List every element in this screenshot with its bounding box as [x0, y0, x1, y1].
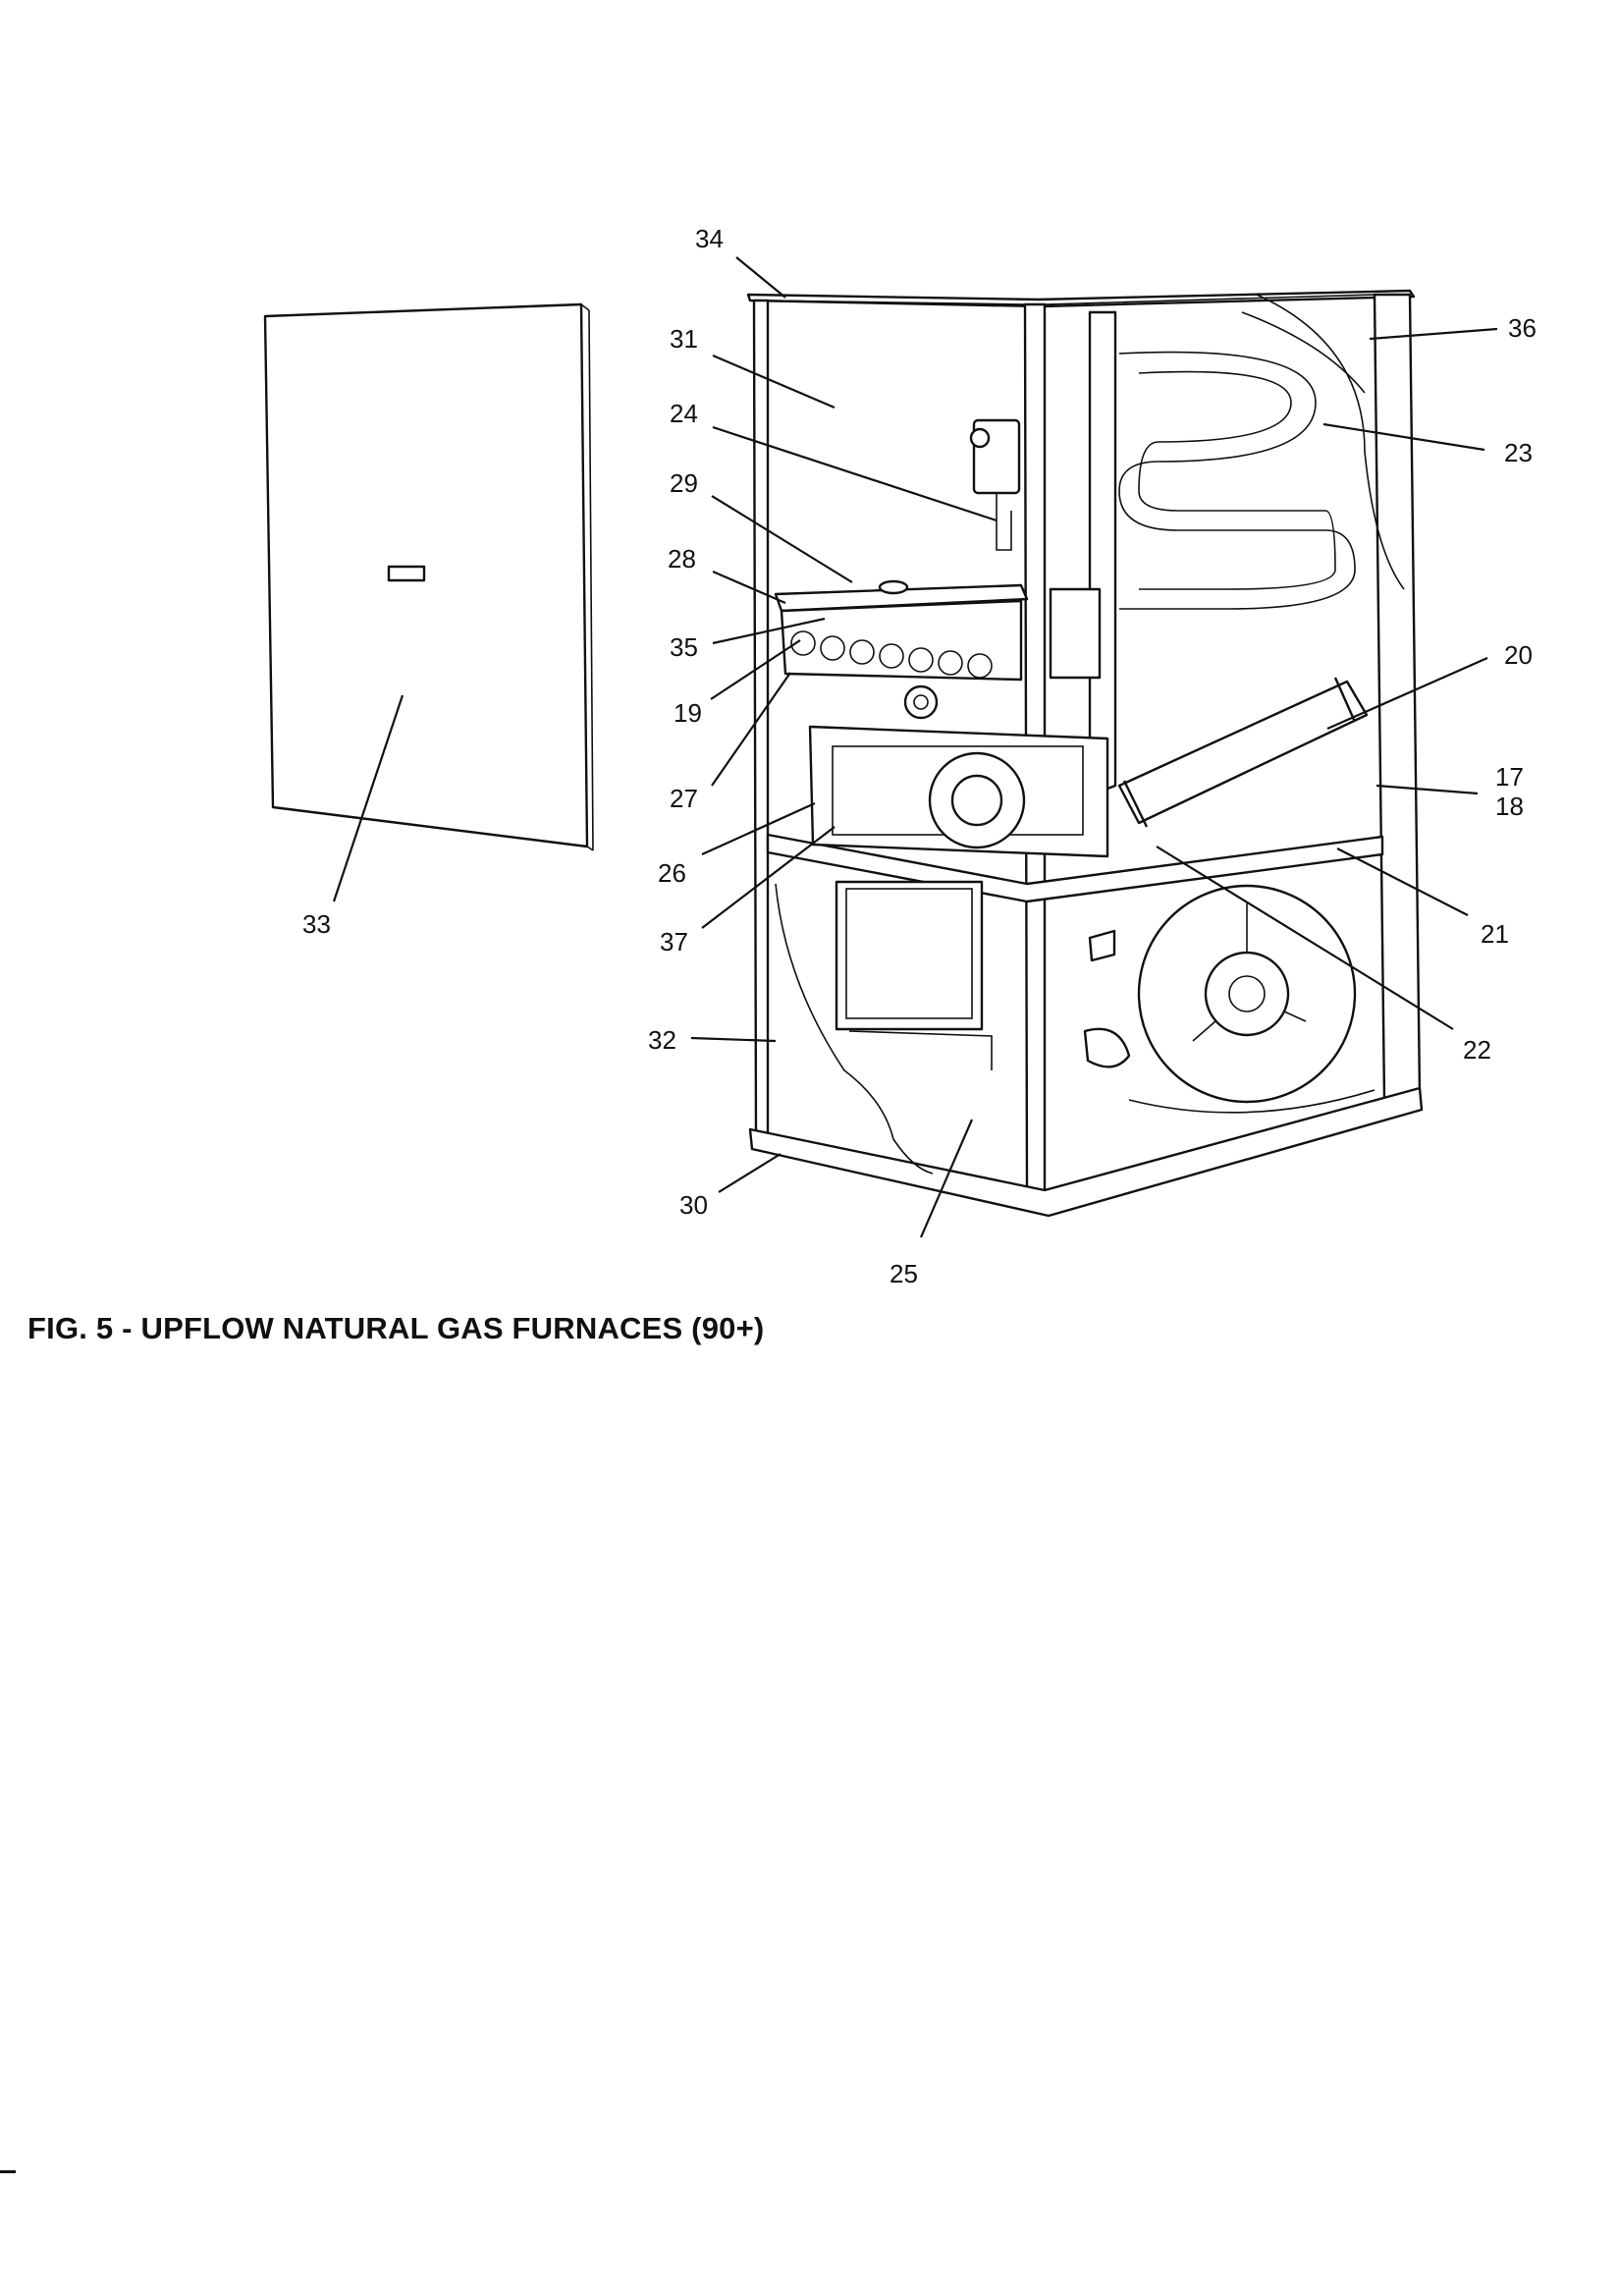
- callout-17: 17: [1495, 762, 1524, 792]
- callout-37: 37: [660, 927, 688, 957]
- callout-29: 29: [670, 468, 698, 498]
- callout-32: 32: [648, 1025, 676, 1055]
- figure-caption: FIG. 5 - UPFLOW NATURAL GAS FURNACES (90…: [27, 1311, 765, 1345]
- callout-23: 23: [1504, 438, 1533, 467]
- callout-36: 36: [1508, 313, 1537, 343]
- callout-28: 28: [668, 544, 696, 574]
- circulation-blower: [1083, 884, 1375, 1114]
- callout-19: 19: [674, 698, 702, 728]
- margin-mark: [0, 2170, 16, 2173]
- callout-labels: 34 31 24 29 28 35 19 27 26 37 32 30 25 3…: [302, 224, 1537, 1288]
- callout-21: 21: [1481, 919, 1509, 949]
- callout-31: 31: [670, 324, 698, 354]
- callout-34: 34: [695, 224, 724, 253]
- burner-assembly: [774, 579, 1102, 720]
- callout-33: 33: [302, 909, 331, 939]
- leader-lines: [332, 256, 1498, 1238]
- heat-exchanger: [1118, 294, 1405, 610]
- callout-30: 30: [679, 1190, 708, 1220]
- vent-pipe: [1088, 310, 1117, 797]
- callout-26: 26: [658, 858, 686, 888]
- door-handle-icon: [387, 565, 426, 582]
- control-box: [835, 880, 993, 1070]
- callout-25: 25: [890, 1259, 918, 1288]
- callout-24: 24: [670, 399, 698, 428]
- door-panel: [263, 302, 594, 851]
- callout-20: 20: [1504, 640, 1533, 670]
- callout-35: 35: [670, 632, 698, 662]
- callout-18: 18: [1495, 792, 1524, 821]
- callout-22: 22: [1463, 1035, 1491, 1065]
- wiring-harness: [775, 311, 1366, 1175]
- flue-pipe: [1117, 677, 1369, 828]
- gas-valve: [969, 418, 1021, 551]
- inducer-blower: [808, 725, 1109, 858]
- callout-27: 27: [670, 784, 698, 813]
